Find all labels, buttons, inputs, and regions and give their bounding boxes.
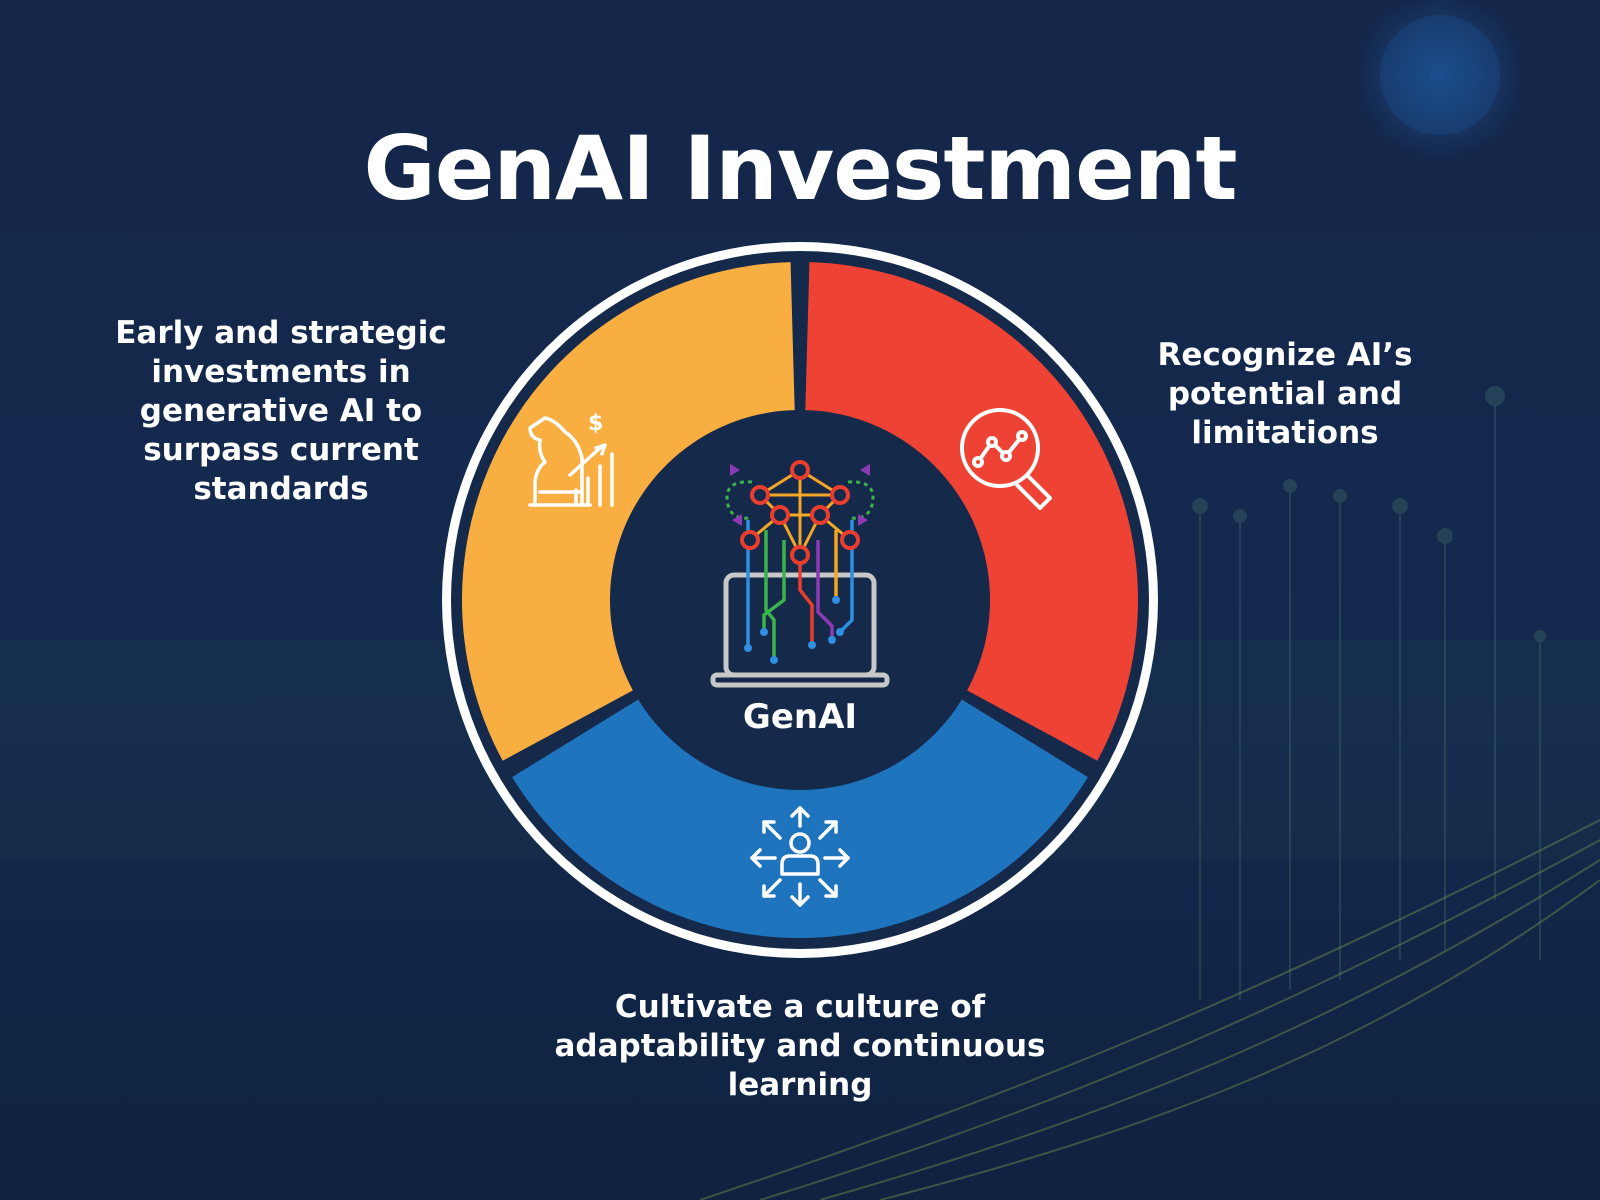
- chess-knight-growth-icon: $: [528, 411, 614, 507]
- segment-recognize-potential: [805, 262, 1138, 761]
- person-expand-arrows-icon: [750, 806, 850, 907]
- center-genai-label: GenAI: [742, 697, 858, 737]
- caption-culture-adaptability: Cultivate a culture of adaptability and …: [554, 989, 1046, 1103]
- magnifier-analytics-icon: [960, 408, 1052, 510]
- svg-text:$: $: [588, 411, 603, 436]
- segment-early-investment: [462, 262, 795, 761]
- ai-brain-laptop-icon: [710, 460, 890, 688]
- caption-recognize-potential: Recognize AI’s potential and limitations: [1157, 337, 1413, 451]
- center-hub: [622, 422, 978, 778]
- caption-early-investment: Early and strategic investments in gener…: [115, 315, 447, 507]
- page-title: GenAI Investment: [363, 116, 1237, 220]
